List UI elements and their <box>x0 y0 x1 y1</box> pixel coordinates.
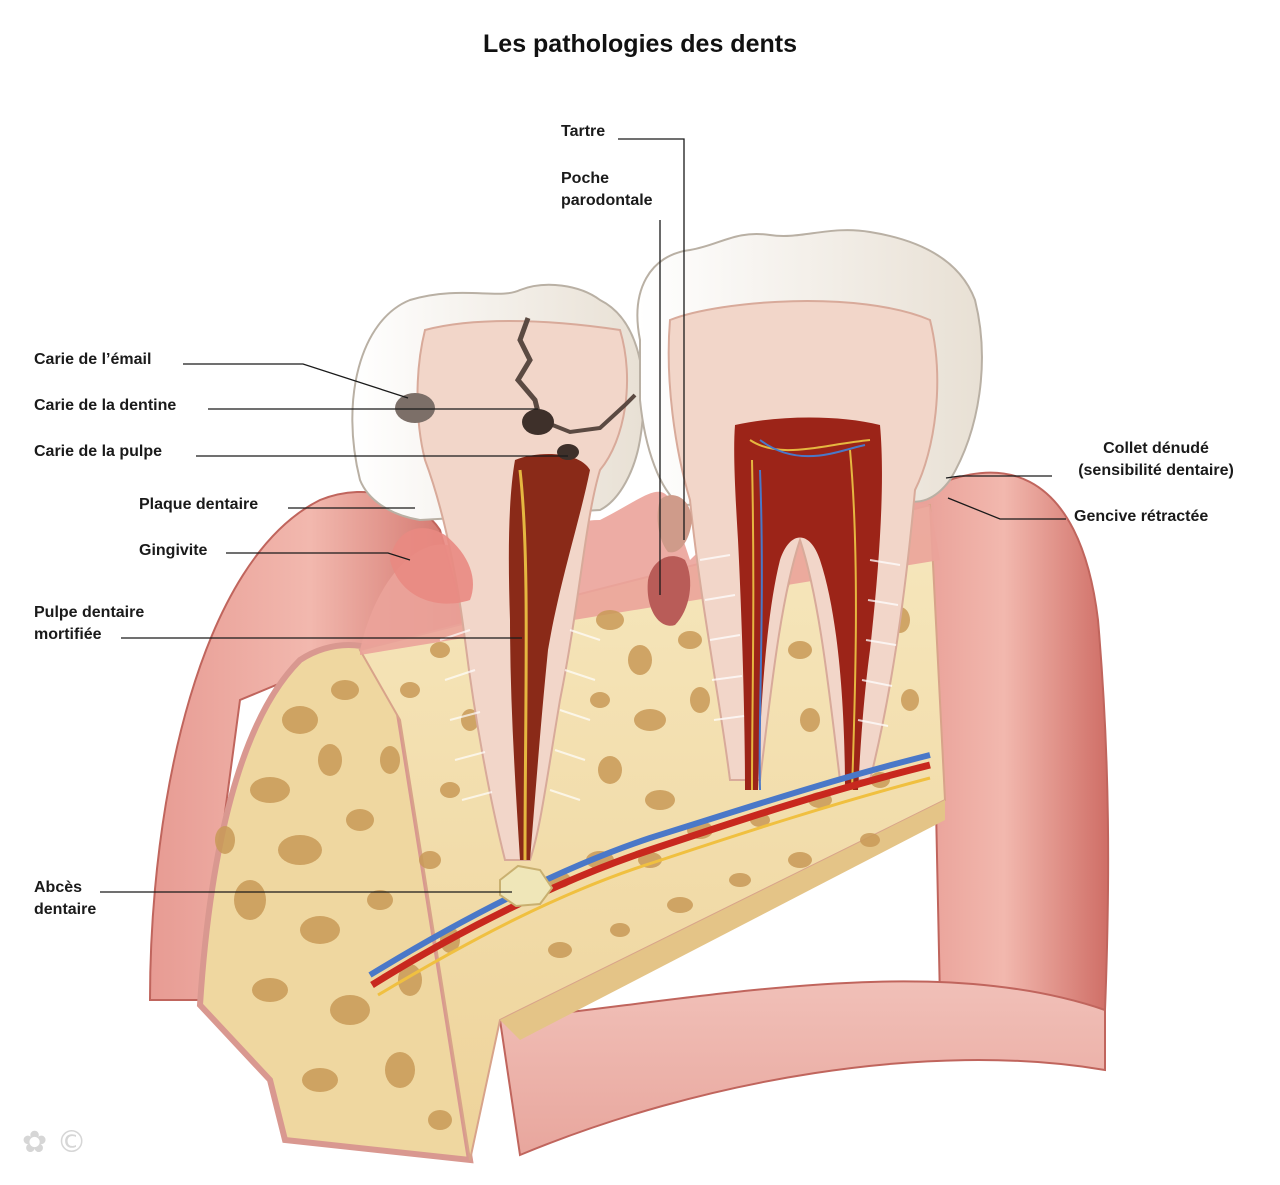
nerve <box>377 776 931 997</box>
leader-lines <box>100 138 1066 893</box>
carie-dentine-spot <box>522 409 554 435</box>
watermark-logo: ✿ © <box>22 1125 87 1160</box>
abces-lesion <box>499 864 554 908</box>
gum-front-band <box>498 980 1106 1157</box>
label-collet-denude: Collet dénudé (sensibilité dentaire) <box>1078 440 1234 479</box>
bone-floor <box>500 800 945 1040</box>
right-molar <box>636 229 983 791</box>
label-poche-parodontale: Poche parodontale <box>561 170 653 209</box>
label-plaque-dentaire: Plaque dentaire <box>139 496 259 513</box>
right-molar-vessels <box>749 439 871 791</box>
artery <box>370 761 931 988</box>
label-carie-dentine: Carie de la dentine <box>34 397 177 414</box>
label-abces-dentaire: Abcès dentaire <box>34 879 97 918</box>
label-gencive-retractee: Gencive rétractée <box>1074 508 1209 525</box>
right-molar-pulp-chamber <box>734 417 882 790</box>
label-pulpe-mortifiee: Pulpe dentaire mortifiée <box>34 604 145 643</box>
carie-crack <box>514 317 543 421</box>
label-carie-pulpe: Carie de la pulpe <box>34 443 163 460</box>
label-carie-email: Carie de l’émail <box>34 351 152 368</box>
gingivite-swelling <box>390 528 473 604</box>
carie-email-spot <box>395 393 435 423</box>
carie-crack-2 <box>539 393 637 435</box>
poche-parodontale-lesion <box>647 556 691 626</box>
right-molar-ligament <box>699 554 901 727</box>
spongy-bone-holes <box>215 566 919 1130</box>
label-tartre: Tartre <box>561 123 606 140</box>
left-molar-nerve <box>518 469 528 861</box>
label-gingivite: Gingivite <box>139 542 208 559</box>
right-molar-dentin <box>667 300 939 781</box>
vein <box>368 752 931 978</box>
gum-right-arch <box>897 471 1110 1012</box>
diagram-title: Les pathologies des dents <box>483 30 797 58</box>
carie-pulpe-spot <box>557 444 579 460</box>
right-molar-vein <box>758 439 866 791</box>
left-molar-pulp-canal <box>508 454 590 860</box>
